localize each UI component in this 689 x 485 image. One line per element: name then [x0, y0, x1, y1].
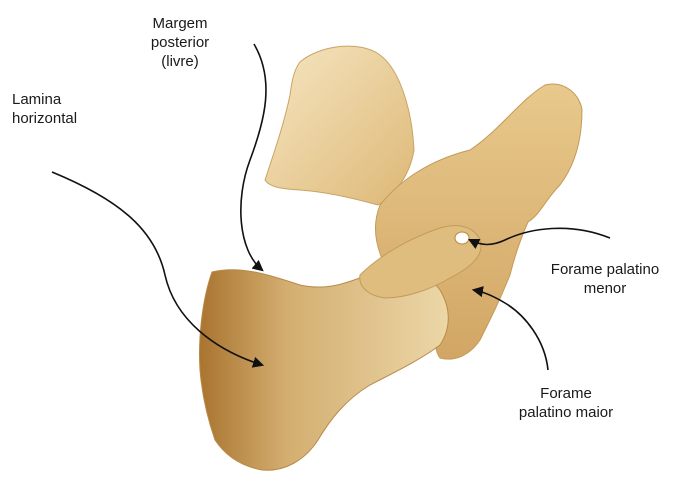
label-lamina-horizontal: Lamina horizontal	[12, 90, 77, 128]
perpendicular-lamina-upper	[265, 46, 414, 205]
forame-palatino-menor-hole	[455, 232, 469, 244]
label-line: menor	[530, 279, 680, 298]
label-line: (livre)	[132, 52, 228, 71]
label-line: Forame	[500, 384, 632, 403]
horizontal-lamina	[200, 267, 449, 470]
label-line: Forame palatino	[530, 260, 680, 279]
label-line: Lamina	[12, 90, 77, 109]
label-line: posterior	[132, 33, 228, 52]
label-margem-posterior: Margem posterior (livre)	[132, 14, 228, 71]
label-line: palatino maior	[500, 403, 632, 422]
label-forame-palatino-maior: Forame palatino maior	[500, 384, 632, 422]
label-forame-palatino-menor: Forame palatino menor	[530, 260, 680, 298]
label-line: Margem	[132, 14, 228, 33]
label-line: horizontal	[12, 109, 77, 128]
arrow-margem-posterior	[241, 44, 266, 270]
